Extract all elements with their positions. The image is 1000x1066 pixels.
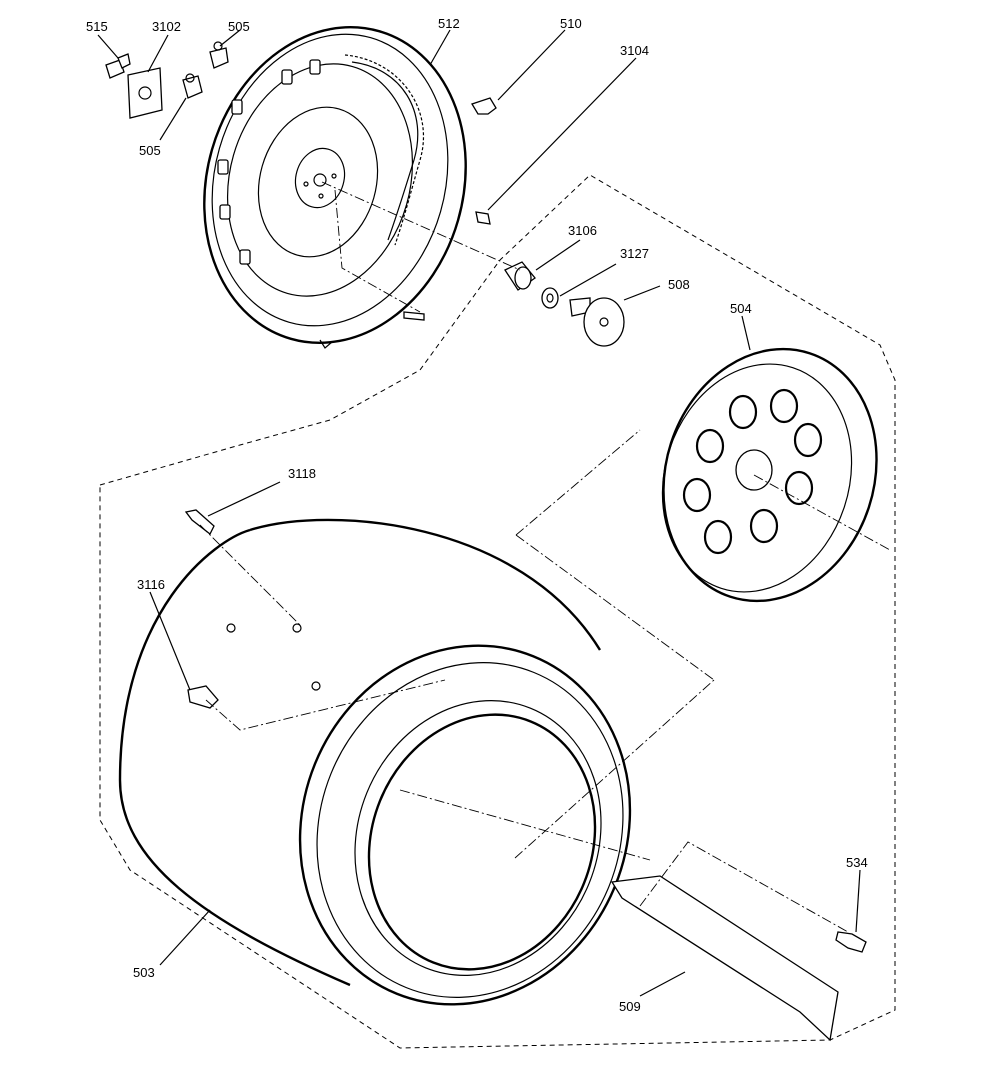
callout-3106: 3106 <box>568 223 597 238</box>
screw-534 <box>835 931 867 953</box>
callout-3127: 3127 <box>620 246 649 261</box>
screw-3118 <box>184 509 215 535</box>
callout-3116: 3116 <box>137 577 165 592</box>
callout-534: 534 <box>846 855 868 870</box>
callout-503: 503 <box>133 965 155 980</box>
shaft-508 <box>569 297 625 347</box>
callout-3104: 3104 <box>620 43 649 58</box>
leader-lines <box>97 29 861 997</box>
alignment-lines <box>199 181 891 933</box>
clip-510 <box>471 97 497 115</box>
callout-505-left: 505 <box>139 143 161 158</box>
assembly-boundary <box>99 174 896 1049</box>
screw-3104 <box>475 211 491 225</box>
thermal-fuse-505a <box>209 41 229 69</box>
callout-515: 515 <box>86 19 108 34</box>
callout-508: 508 <box>668 277 690 292</box>
callout-3118: 3118 <box>288 466 316 481</box>
callout-505-top: 505 <box>228 19 250 34</box>
clip-3116 <box>187 685 219 709</box>
callout-512: 512 <box>438 16 460 31</box>
callout-504: 504 <box>730 301 752 316</box>
bearing-3106 <box>504 261 536 291</box>
thermal-fuse-505b <box>182 73 203 99</box>
drum-rear-panel <box>661 347 878 603</box>
washer-3127 <box>541 287 559 309</box>
thermostat-515 <box>105 53 131 79</box>
drum <box>118 518 632 1006</box>
rear-bulkhead <box>203 26 467 349</box>
callout-3102: 3102 <box>152 19 181 34</box>
callout-labels: 515 3102 505 505 512 510 3104 3106 3127 … <box>86 16 868 1014</box>
cover-plate-3102 <box>127 67 163 119</box>
callout-510: 510 <box>560 16 582 31</box>
callout-509: 509 <box>619 999 641 1014</box>
baffle-509 <box>610 875 839 1042</box>
